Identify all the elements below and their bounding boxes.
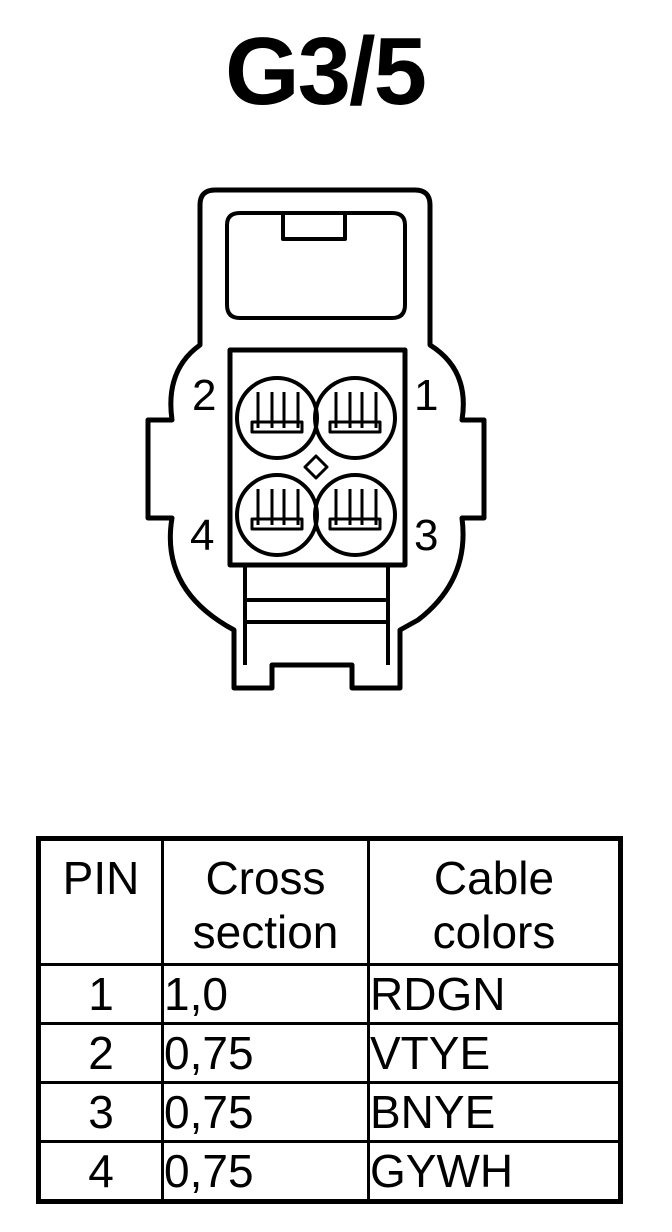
latch-window bbox=[225, 211, 407, 320]
table-row: 3 0,75 BNYE bbox=[37, 1081, 622, 1143]
pin-assignment-table: PIN Cross section Cable colors 1 1,0 RDG… bbox=[36, 836, 623, 1204]
header-cross-section: Cross section bbox=[161, 837, 370, 966]
cavity-block bbox=[227, 347, 408, 568]
connector-diagram: 2 1 4 3 bbox=[145, 187, 487, 691]
cell-pin: 1 bbox=[37, 963, 164, 1025]
cell-cable-color: VTYE bbox=[367, 1022, 622, 1084]
cell-pin: 3 bbox=[37, 1081, 164, 1143]
cell-cross-section: 0,75 bbox=[161, 1081, 370, 1143]
cell-cross-section: 0,75 bbox=[161, 1140, 370, 1203]
cell-cross-section: 0,75 bbox=[161, 1022, 370, 1084]
table-row: 2 0,75 VTYE bbox=[37, 1022, 622, 1084]
table-header-row: PIN Cross section Cable colors bbox=[37, 837, 622, 966]
terminal-pin-3 bbox=[313, 473, 397, 557]
polarization-key bbox=[303, 454, 329, 480]
connector-title: G3/5 bbox=[224, 18, 427, 125]
terminal-pin-2 bbox=[235, 376, 319, 460]
cell-cable-color: GYWH bbox=[367, 1140, 622, 1203]
pin-label-4: 4 bbox=[190, 511, 214, 560]
header-cable-colors: Cable colors bbox=[367, 837, 622, 966]
header-pin: PIN bbox=[37, 837, 164, 966]
latch-tab bbox=[281, 211, 347, 241]
terminal-pin-4 bbox=[235, 473, 319, 557]
pin-label-1: 1 bbox=[414, 371, 438, 420]
cell-pin: 2 bbox=[37, 1022, 164, 1084]
pin-label-2: 2 bbox=[192, 371, 216, 420]
terminal-pin-1 bbox=[313, 376, 397, 460]
cell-pin: 4 bbox=[37, 1140, 164, 1203]
connector-housing-outline bbox=[145, 187, 487, 691]
cell-cross-section: 1,0 bbox=[161, 963, 370, 1025]
table-row: 4 0,75 GYWH bbox=[37, 1140, 622, 1203]
cell-cable-color: BNYE bbox=[367, 1081, 622, 1143]
pin-label-3: 3 bbox=[414, 511, 438, 560]
table-row: 1 1,0 RDGN bbox=[37, 963, 622, 1025]
cell-cable-color: RDGN bbox=[367, 963, 622, 1025]
